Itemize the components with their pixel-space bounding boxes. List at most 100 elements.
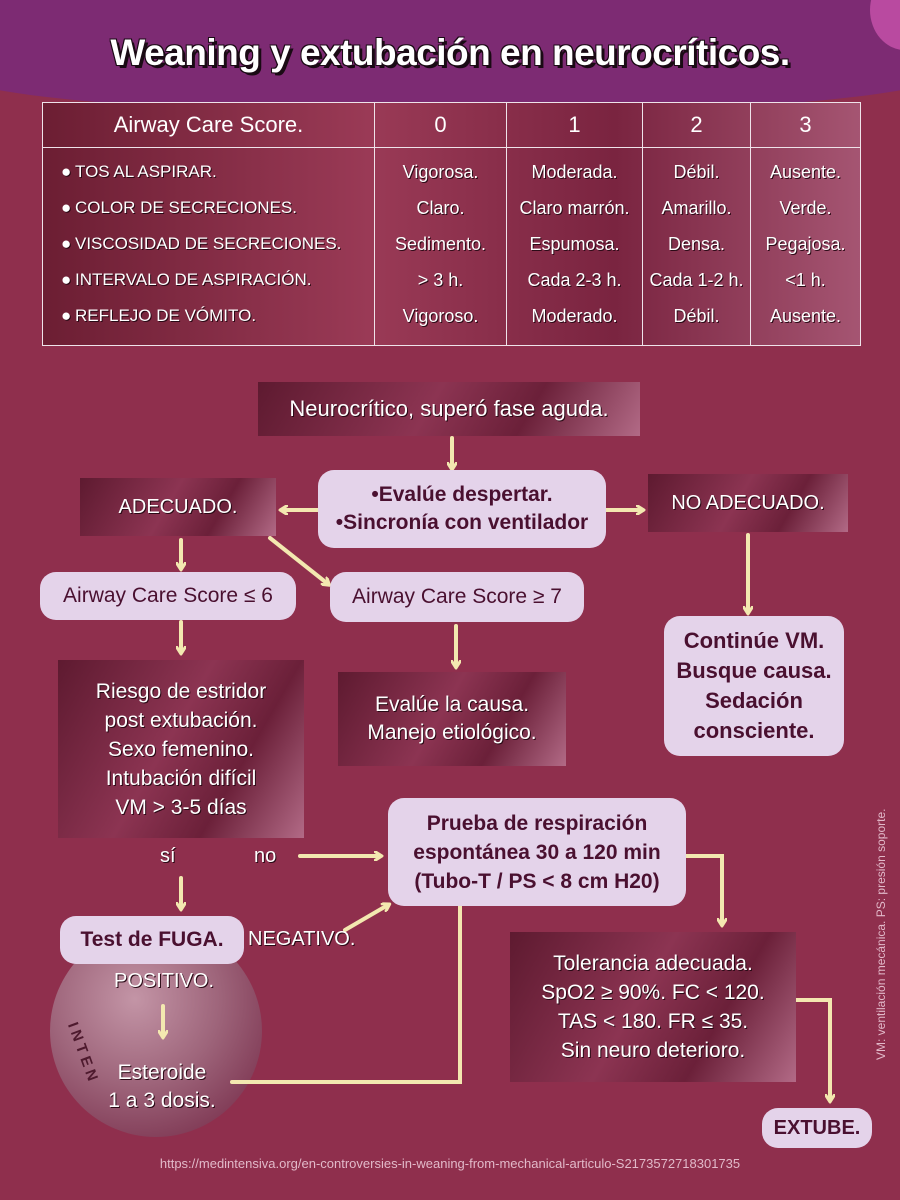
score-3-cell: Ausente. Verde. Pegajosa. <1 h. Ausente. — [750, 147, 861, 346]
arrow-steroid-to-sbt — [230, 890, 460, 1084]
evaluate-line: •Evalúe despertar. — [371, 483, 553, 506]
sbt-box: Prueba de respiración espontánea 30 a 12… — [388, 798, 686, 906]
sbt-line: Prueba de respiración — [426, 811, 648, 835]
risk-line: Intubación difícil — [105, 766, 257, 790]
adequate-label: ADECUADO. — [118, 495, 238, 518]
risk-line: Sexo femenino. — [108, 737, 254, 761]
score-value: Claro. — [416, 198, 465, 218]
sbt-line: espontánea 30 a 120 min — [413, 840, 661, 864]
not-adequate-box: NO ADECUADO. — [648, 474, 848, 532]
start-box: Neurocrítico, superó fase aguda. — [258, 382, 640, 436]
positive-label: POSITIVO. — [114, 970, 215, 992]
table-header-row: Airway Care Score. 0 1 2 3 — [42, 102, 861, 148]
score-value: <1 h. — [785, 270, 826, 290]
tolerance-box: Tolerancia adecuada. SpO2 ≥ 90%. FC < 12… — [510, 932, 796, 1082]
score-value: Vigoroso. — [402, 306, 479, 326]
criterion-label: VISCOSIDAD DE SECRECIONES. — [75, 234, 342, 253]
score-value: Cada 1-2 h. — [649, 270, 744, 290]
score-2-cell: Débil. Amarillo. Densa. Cada 1-2 h. Débi… — [642, 147, 751, 346]
score-2-list: Débil. Amarillo. Densa. Cada 1-2 h. Débi… — [643, 148, 750, 334]
table-header-cell: 1 — [506, 102, 643, 148]
negative-label: NEGATIVO. — [248, 928, 356, 950]
not-adequate-label: NO ADECUADO. — [671, 491, 825, 514]
list-item: ●REFLEJO DE VÓMITO. — [43, 298, 374, 334]
score-value: Ausente. — [769, 306, 842, 326]
evaluate-cause-line: Manejo etiológico. — [367, 721, 537, 744]
arrow-adequate-to-acs-high — [268, 536, 328, 584]
title-band — [0, 0, 900, 115]
yes-label: sí — [160, 845, 176, 867]
score-value: Claro marrón. — [519, 198, 630, 218]
leak-test-box: Test de FUGA. — [60, 916, 244, 964]
risk-line: VM > 3-5 días — [115, 795, 247, 819]
list-item: ●COLOR DE SECRECIONES. — [43, 190, 374, 226]
list-item: ●INTERVALO DE ASPIRACIÓN. — [43, 262, 374, 298]
evaluate-cause-line: Evalúe la causa. — [374, 693, 530, 716]
bullet-icon: ● — [61, 198, 72, 217]
arrow-tolerance-to-extube — [794, 998, 830, 1100]
arrow-negative-to-sbt — [343, 905, 388, 932]
risk-box: Riesgo de estridor post extubación. Sexo… — [58, 660, 304, 838]
airway-care-score-table: Airway Care Score. 0 1 2 3 ●TOS AL ASPIR… — [42, 102, 861, 346]
risk-line: post extubación. — [104, 708, 258, 732]
steroid-line: 1 a 3 dosis. — [108, 1089, 216, 1112]
score-value: Ausente. — [769, 162, 842, 182]
score-value: Moderada. — [531, 162, 618, 182]
leak-test-label: Test de FUGA. — [80, 928, 224, 951]
continue-vm-line: Continúe VM. — [683, 628, 825, 653]
evaluate-line: •Sincronía con ventilador — [335, 511, 589, 534]
tolerance-line: TAS < 180. FR ≤ 35. — [557, 1010, 749, 1033]
score-0-list: Vigorosa. Claro. Sedimento. > 3 h. Vigor… — [375, 148, 506, 334]
score-value: Vigorosa. — [402, 162, 479, 182]
score-1-list: Moderada. Claro marrón. Espumosa. Cada 2… — [507, 148, 642, 334]
criteria-list: ●TOS AL ASPIRAR. ●COLOR DE SECRECIONES. … — [43, 148, 374, 334]
tolerance-line: SpO2 ≥ 90%. FC < 120. — [541, 981, 765, 1004]
score-value: Sedimento. — [394, 234, 487, 254]
score-value: Cada 2-3 h. — [527, 270, 622, 290]
bullet-icon: ● — [61, 306, 72, 325]
tolerance-line: Sin neuro deterioro. — [560, 1039, 746, 1062]
score-1-cell: Moderada. Claro marrón. Espumosa. Cada 2… — [506, 147, 643, 346]
bullet-icon: ● — [61, 234, 72, 253]
bullet-icon: ● — [61, 162, 72, 181]
criterion-label: REFLEJO DE VÓMITO. — [75, 306, 257, 325]
continue-vm-line: consciente. — [693, 718, 815, 743]
steroid-line: Esteroide — [117, 1061, 207, 1084]
list-item: ●VISCOSIDAD DE SECRECIONES. — [43, 226, 374, 262]
steroid-box: Esteroide 1 a 3 dosis. — [92, 1054, 232, 1120]
score-value: Moderado. — [531, 306, 618, 326]
acs-high-box: Airway Care Score ≥ 7 — [330, 572, 584, 622]
adequate-box: ADECUADO. — [80, 478, 276, 536]
score-value: Débil. — [673, 306, 720, 326]
criterion-label: INTERVALO DE ASPIRACIÓN. — [75, 270, 312, 289]
acs-low-box: Airway Care Score ≤ 6 — [40, 572, 296, 620]
extube-label: EXTUBE. — [773, 1116, 861, 1139]
criterion-label: COLOR DE SECRECIONES. — [75, 198, 297, 217]
continue-vm-line: Sedación — [705, 688, 803, 713]
score-value: Amarillo. — [661, 198, 732, 218]
criterion-label: TOS AL ASPIRAR. — [75, 162, 217, 181]
arrow-sbt-to-tolerance — [684, 854, 722, 924]
sbt-line: (Tubo-T / PS < 8 cm H20) — [414, 869, 660, 893]
continue-vm-box: Continúe VM. Busque causa. Sedación cons… — [664, 616, 844, 756]
no-label: no — [254, 845, 277, 867]
extube-box: EXTUBE. — [762, 1108, 872, 1148]
table-body-row: ●TOS AL ASPIRAR. ●COLOR DE SECRECIONES. … — [42, 147, 861, 346]
list-item: ●TOS AL ASPIRAR. — [43, 154, 374, 190]
page-title: Weaning y extubación en neurocríticos. — [110, 32, 790, 73]
score-value: Pegajosa. — [765, 234, 846, 254]
risk-line: Riesgo de estridor — [95, 679, 267, 703]
source-url: https://medintensiva.org/en-controversie… — [159, 1156, 741, 1171]
evaluate-box: •Evalúe despertar. •Sincronía con ventil… — [318, 470, 606, 548]
score-0-cell: Vigorosa. Claro. Sedimento. > 3 h. Vigor… — [374, 147, 507, 346]
start-label: Neurocrítico, superó fase aguda. — [289, 396, 609, 421]
score-value: Espumosa. — [529, 234, 620, 254]
table-header-cell: 0 — [374, 102, 507, 148]
score-3-list: Ausente. Verde. Pegajosa. <1 h. Ausente. — [751, 148, 860, 334]
continue-vm-line: Busque causa. — [676, 658, 832, 683]
bullet-icon: ● — [61, 270, 72, 289]
acs-low-label: Airway Care Score ≤ 6 — [63, 584, 273, 607]
acs-high-label: Airway Care Score ≥ 7 — [352, 585, 562, 608]
